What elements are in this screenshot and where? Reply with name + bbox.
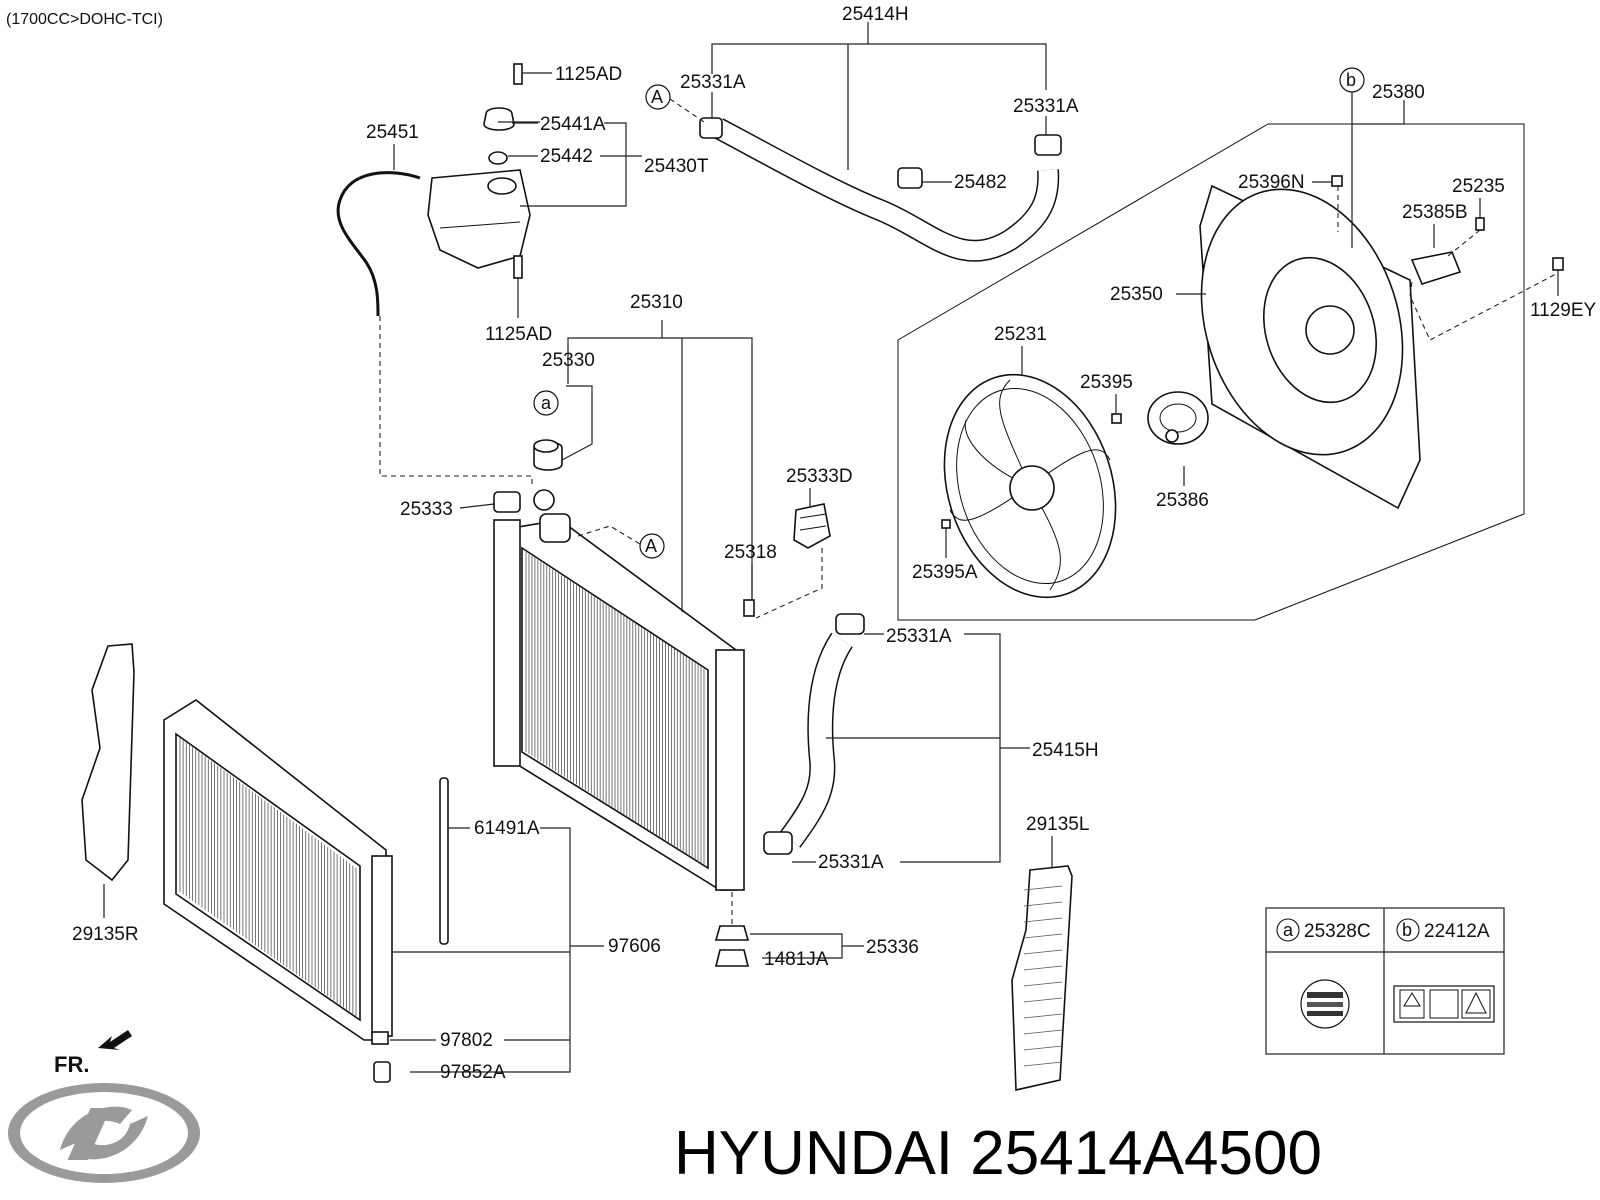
label-25396N: 25396N <box>1238 172 1305 193</box>
ac-condenser[interactable] <box>163 699 393 1045</box>
upper-radiator-hose[interactable] <box>699 117 1062 262</box>
label-25231: 25231 <box>994 324 1047 345</box>
label-25430T: 25430T <box>644 156 709 177</box>
air-guard-rib <box>1023 1029 1063 1035</box>
lower-radiator-hose[interactable] <box>763 613 865 855</box>
label-25415H: 25415H <box>1032 740 1099 761</box>
callout-A-top: A <box>645 84 671 110</box>
callout-a-radiator-cap: a <box>533 390 559 416</box>
condenser-seal-strip[interactable] <box>439 777 449 945</box>
air-guard-rib <box>1023 997 1063 1003</box>
label-25333D: 25333D <box>786 466 853 487</box>
air-guard-rib <box>1023 1013 1063 1019</box>
label-1481JA: 1481JA <box>764 949 829 970</box>
svg-text:b: b <box>1402 920 1412 940</box>
label-1129EY: 1129EY <box>1530 300 1597 321</box>
legend-b-part: 22412A <box>1424 921 1490 942</box>
hyundai-logo <box>8 1083 200 1183</box>
cooling-fan-blade[interactable] <box>917 352 1143 620</box>
air-guard-rib <box>1023 1045 1063 1051</box>
label-25310: 25310 <box>630 292 683 313</box>
fan-resistor-connector[interactable] <box>1410 251 1462 285</box>
label-25395A: 25395A <box>912 562 978 583</box>
label-25336: 25336 <box>866 937 919 958</box>
label-25350: 25350 <box>1110 284 1163 305</box>
label-97802: 97802 <box>440 1030 493 1051</box>
label-1125AD-top: 1125AD <box>555 64 622 85</box>
callout-A-radiator: A <box>639 533 665 559</box>
label-25414H: 25414H <box>842 4 909 25</box>
legend-table: a 25328C b 22412A <box>1265 907 1505 1055</box>
air-guard-right[interactable] <box>81 643 135 882</box>
radiator-mount-bracket[interactable] <box>793 503 831 549</box>
fan-motor[interactable] <box>1147 391 1209 445</box>
svg-text:A: A <box>651 87 663 107</box>
air-guard-rib <box>1023 885 1063 891</box>
label-1125AD-bottom: 1125AD <box>485 324 552 345</box>
air-guard-rib <box>1023 965 1063 971</box>
label-25380: 25380 <box>1372 82 1425 103</box>
label-25331A-mid: 25331A <box>886 626 952 647</box>
label-61491A: 61491A <box>474 818 540 839</box>
label-97852A: 97852A <box>440 1062 506 1083</box>
radiator-cap-seal[interactable] <box>533 439 563 471</box>
label-97606: 97606 <box>608 936 661 957</box>
legend-callout-b: b <box>1396 918 1420 942</box>
svg-text:A: A <box>645 536 657 556</box>
air-guard-rib <box>1023 1061 1063 1067</box>
label-25442: 25442 <box>540 146 593 167</box>
label-25451: 25451 <box>366 122 419 143</box>
radiator-filler-neck-cap[interactable] <box>493 491 521 513</box>
air-guard-rib <box>1023 949 1063 955</box>
radiator-drain-plug[interactable] <box>743 599 755 617</box>
air-guard-left[interactable] <box>1011 865 1073 1091</box>
svg-text:FR.: FR. <box>54 1052 89 1077</box>
svg-text:a: a <box>541 393 552 413</box>
warning-label-sticker <box>1393 985 1495 1023</box>
air-guard-rib <box>1023 901 1063 907</box>
air-guard-rib <box>1023 981 1063 987</box>
air-guard-rib <box>1023 933 1063 939</box>
radiator-core[interactable] <box>493 489 745 891</box>
part-number-caption: HYUNDAI 25414A4500 <box>674 1119 1322 1188</box>
air-guard-rib <box>1023 917 1063 923</box>
label-25333: 25333 <box>400 499 453 520</box>
condenser-drier-cap[interactable] <box>373 1061 391 1083</box>
engine-variant-note: (1700CC>DOHC-TCI) <box>6 11 163 28</box>
label-29135R: 29135R <box>72 924 139 945</box>
front-direction-marker: FR. <box>54 1030 132 1077</box>
legend-a-part: 25328C <box>1304 921 1371 942</box>
label-25385B: 25385B <box>1402 202 1468 223</box>
svg-text:a: a <box>1283 920 1294 940</box>
label-25331A-low: 25331A <box>818 852 884 873</box>
fan-assembly-boundary <box>897 123 1525 621</box>
caution-label-sticker <box>1300 979 1350 1029</box>
drain-cock-assembly[interactable] <box>714 925 750 967</box>
label-25395: 25395 <box>1080 372 1133 393</box>
reservoir-overflow-hose[interactable] <box>336 171 421 317</box>
label-29135L: 29135L <box>1026 814 1089 835</box>
callout-b-fan-assembly: b <box>1339 67 1365 93</box>
label-25441A: 25441A <box>540 114 606 135</box>
label-25482: 25482 <box>954 172 1007 193</box>
label-25386: 25386 <box>1156 490 1209 511</box>
label-25330: 25330 <box>542 350 595 371</box>
label-25318: 25318 <box>724 542 777 563</box>
label-25235: 25235 <box>1452 176 1505 197</box>
coolant-reservoir[interactable] <box>427 63 531 279</box>
label-25331A-top-right: 25331A <box>1013 96 1079 117</box>
legend-callout-a: a <box>1276 918 1300 942</box>
label-25331A-top-left: 25331A <box>680 72 746 93</box>
svg-text:b: b <box>1346 70 1356 90</box>
fan-shroud[interactable] <box>1169 163 1436 510</box>
